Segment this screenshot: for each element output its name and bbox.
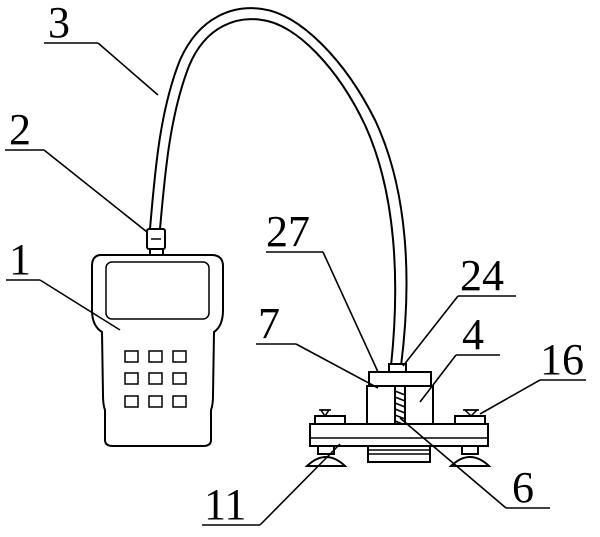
label-2: 2 bbox=[9, 105, 31, 154]
label-7: 7 bbox=[258, 299, 280, 348]
label-3: 3 bbox=[48, 0, 70, 47]
leader-lines bbox=[5, 42, 586, 526]
base-assembly bbox=[304, 363, 492, 467]
device-screen bbox=[105, 261, 210, 320]
label-27: 27 bbox=[266, 207, 310, 256]
label-4: 4 bbox=[462, 310, 484, 359]
left-clamp bbox=[314, 409, 346, 425]
label-24: 24 bbox=[460, 251, 504, 300]
handheld-device bbox=[91, 254, 224, 447]
cap bbox=[368, 371, 432, 387]
cable bbox=[149, 7, 408, 367]
device-keypad bbox=[124, 350, 187, 408]
label-6: 6 bbox=[512, 463, 534, 512]
right-foot bbox=[448, 445, 492, 467]
base-plate bbox=[309, 423, 489, 447]
label-16: 16 bbox=[540, 335, 584, 384]
cable-connector bbox=[146, 228, 166, 256]
label-11: 11 bbox=[204, 480, 246, 529]
label-1: 1 bbox=[9, 235, 31, 284]
reference-numerals: 3 2 1 27 24 7 4 16 11 6 bbox=[9, 0, 584, 529]
right-clamp bbox=[454, 409, 486, 425]
left-foot bbox=[304, 445, 348, 467]
